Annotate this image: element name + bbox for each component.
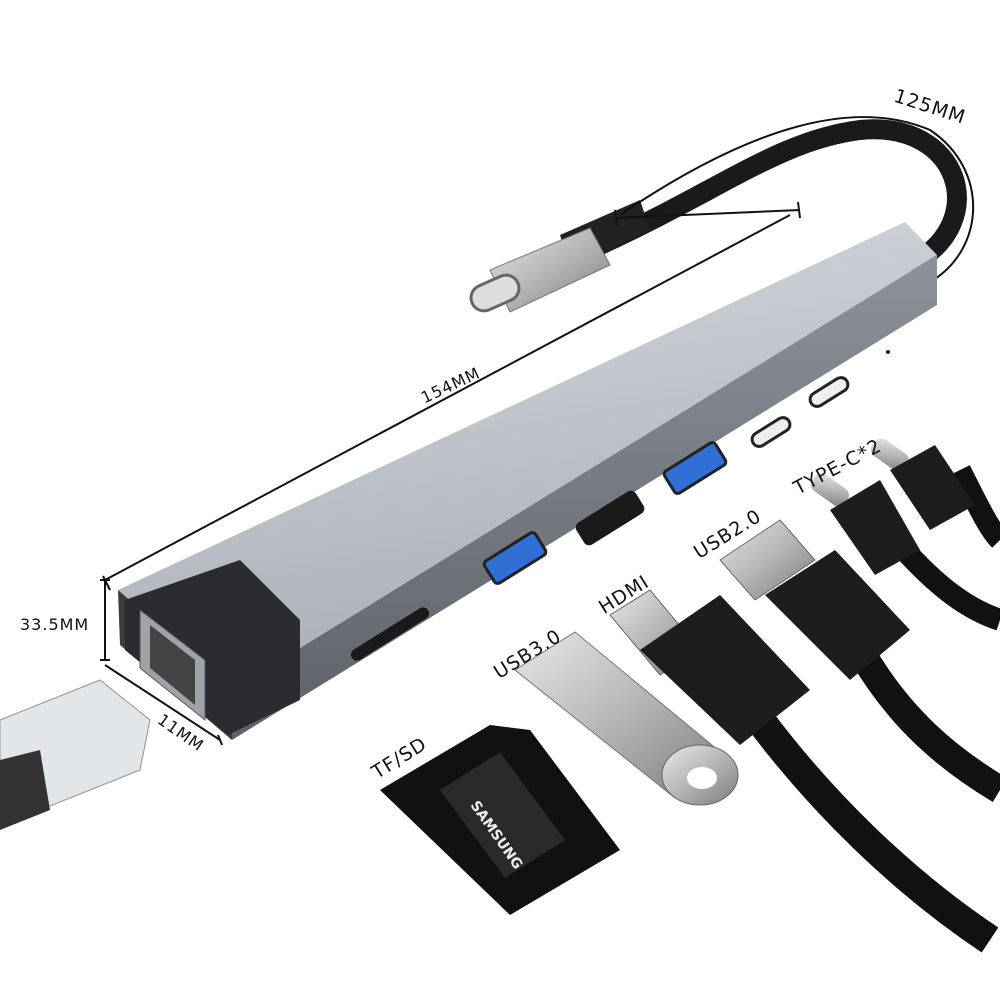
type-c-plug-2 — [871, 438, 909, 472]
sd-slot — [350, 607, 430, 661]
type-c-plug-1 — [811, 473, 849, 507]
hdmi-plug — [640, 595, 810, 745]
usb2-plug-tip — [719, 519, 816, 601]
usb3-port-2 — [662, 441, 728, 495]
dimension-lines — [100, 116, 975, 746]
type-c-port-2 — [808, 376, 850, 408]
plugs — [609, 438, 1000, 953]
usb2-plug — [765, 550, 910, 680]
body-width-label: 33.5MM — [20, 615, 90, 634]
rj45-port — [125, 560, 300, 735]
type-c-port-1 — [750, 416, 792, 448]
rj45-plug — [0, 679, 151, 830]
cable — [590, 119, 967, 272]
usb3-port-1 — [482, 531, 548, 585]
usb-c-plug — [469, 200, 650, 313]
ports — [350, 376, 850, 661]
hdmi-port — [575, 490, 645, 546]
usb-flash-drive — [514, 631, 739, 806]
sd-card: SAMSUNG — [380, 725, 620, 915]
